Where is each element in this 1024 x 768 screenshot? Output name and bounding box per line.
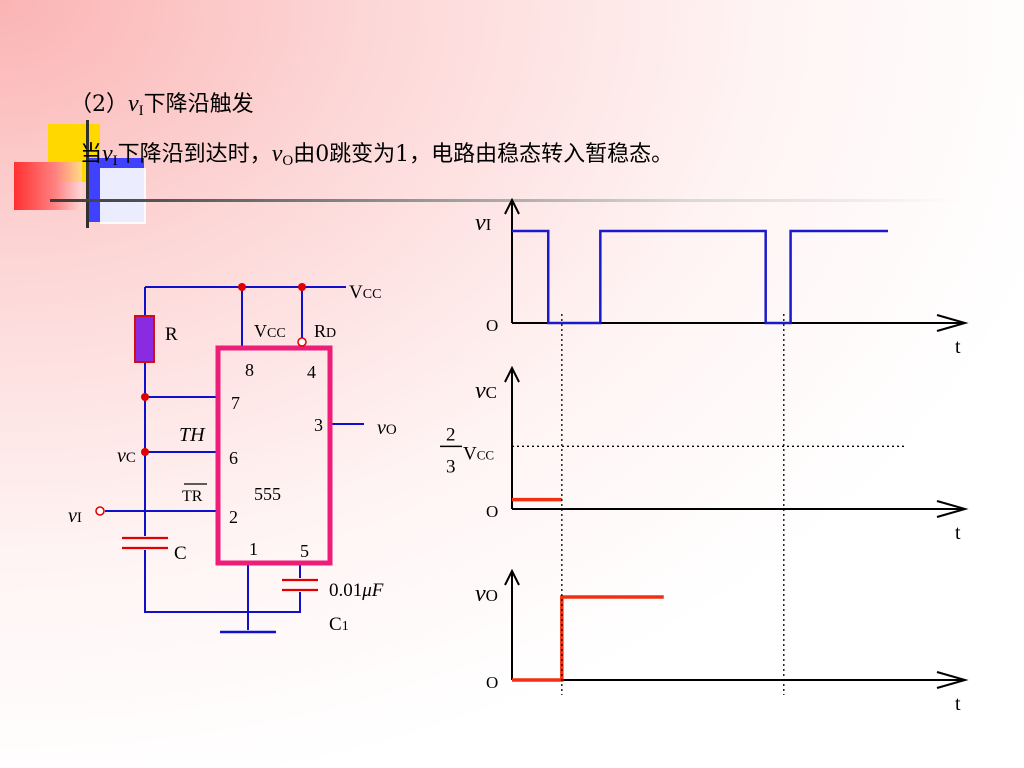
vi-origin-label: O <box>486 316 498 335</box>
node-dot-pin8 <box>238 283 246 291</box>
vi-y-label: vI <box>475 210 492 236</box>
capacitor-c <box>122 536 168 550</box>
pin-4-label: 4 <box>307 362 316 382</box>
sentence-var-1-sub: I <box>112 153 118 169</box>
c1-name-label: C1 <box>329 614 349 635</box>
vcc-top-label: VCC <box>349 282 381 303</box>
decor-white-square <box>100 168 146 224</box>
c1-value-label: 0.01μF <box>329 580 384 601</box>
title-underline <box>50 199 960 202</box>
vo-waveform <box>512 595 664 682</box>
vi-t-label: t <box>955 336 961 358</box>
ic-name-label: 555 <box>254 484 281 504</box>
decor-vertical-line <box>86 120 89 228</box>
pin-5-label: 5 <box>300 541 309 561</box>
heading-var-sub: I <box>138 103 144 119</box>
pin-6-label: 6 <box>229 448 238 468</box>
node-dot-pin6 <box>141 448 149 456</box>
sentence-part-1: 当 <box>80 142 103 167</box>
vc-node-label: vC <box>117 445 136 467</box>
vi-t-axis-arrow <box>936 314 969 332</box>
vo-output-label: vO <box>377 417 397 439</box>
capacitor-c1 <box>282 578 318 592</box>
vo-y-label: vO <box>475 581 498 607</box>
description-sentence: 当vI下降沿到达时，vO由0跳变为1，电路由稳态转入暂稳态。 <box>80 136 673 170</box>
ic-vcc-label: VCC <box>254 321 286 341</box>
circuit-555-monostable: VCC R VCC RD 8 4 7 3 6 2 1 5 TH TR 555 v… <box>68 282 397 635</box>
node-dot-pin4 <box>298 283 306 291</box>
tr-label: TR <box>182 488 203 505</box>
capacitor-c-label: C <box>174 543 187 564</box>
decor-red-bar <box>14 162 82 210</box>
pin-8-label: 8 <box>245 360 254 380</box>
ground-bus-wire <box>144 550 301 613</box>
vo-t-label: t <box>955 693 961 715</box>
ic-rd-label: RD <box>314 321 336 341</box>
sentence-part-2: 下降沿到达时， <box>117 142 272 167</box>
resistor-label: R <box>165 324 178 345</box>
vi-y-axis-arrow <box>504 197 520 215</box>
vi-input-terminal <box>95 506 105 516</box>
vc-t-label: t <box>955 522 961 544</box>
pin-7-label: 7 <box>231 393 240 413</box>
vc-t-axis-arrow <box>936 500 969 518</box>
vo-y-axis-arrow <box>504 568 520 586</box>
th-label: TH <box>179 424 206 446</box>
rd-terminal <box>297 337 307 347</box>
pin-1-label: 1 <box>249 539 258 559</box>
threshold-denominator: 3 <box>446 456 456 477</box>
vi-input-label: vI <box>68 505 82 527</box>
pin-2-label: 2 <box>229 507 238 527</box>
heading-rest: 下降沿触发 <box>143 92 254 117</box>
vo-origin-label: O <box>486 673 498 692</box>
sentence-var-1: v <box>102 141 113 167</box>
node-dot-pin7 <box>141 393 149 401</box>
threshold-numerator: 2 <box>446 424 456 445</box>
heading-var: v <box>128 91 139 117</box>
resistor-r <box>134 315 155 363</box>
vc-y-axis-arrow <box>504 365 520 383</box>
vo-t-axis-arrow <box>936 671 969 689</box>
section-heading: （2）vI下降沿触发 <box>70 86 254 120</box>
heading-prefix: （2） <box>70 92 128 117</box>
threshold-vcc-label: VCC <box>463 443 494 464</box>
vc-y-label: vC <box>475 378 497 404</box>
sentence-part-3: 由0跳变为1，电路由稳态转入暂稳态。 <box>293 142 674 167</box>
ic-555-body <box>215 345 333 566</box>
sentence-var-2-sub: O <box>282 153 294 169</box>
vc-origin-label: O <box>486 502 498 521</box>
vi-waveform <box>512 229 888 325</box>
pin-3-label: 3 <box>314 415 323 435</box>
sentence-var-2: v <box>271 141 283 167</box>
